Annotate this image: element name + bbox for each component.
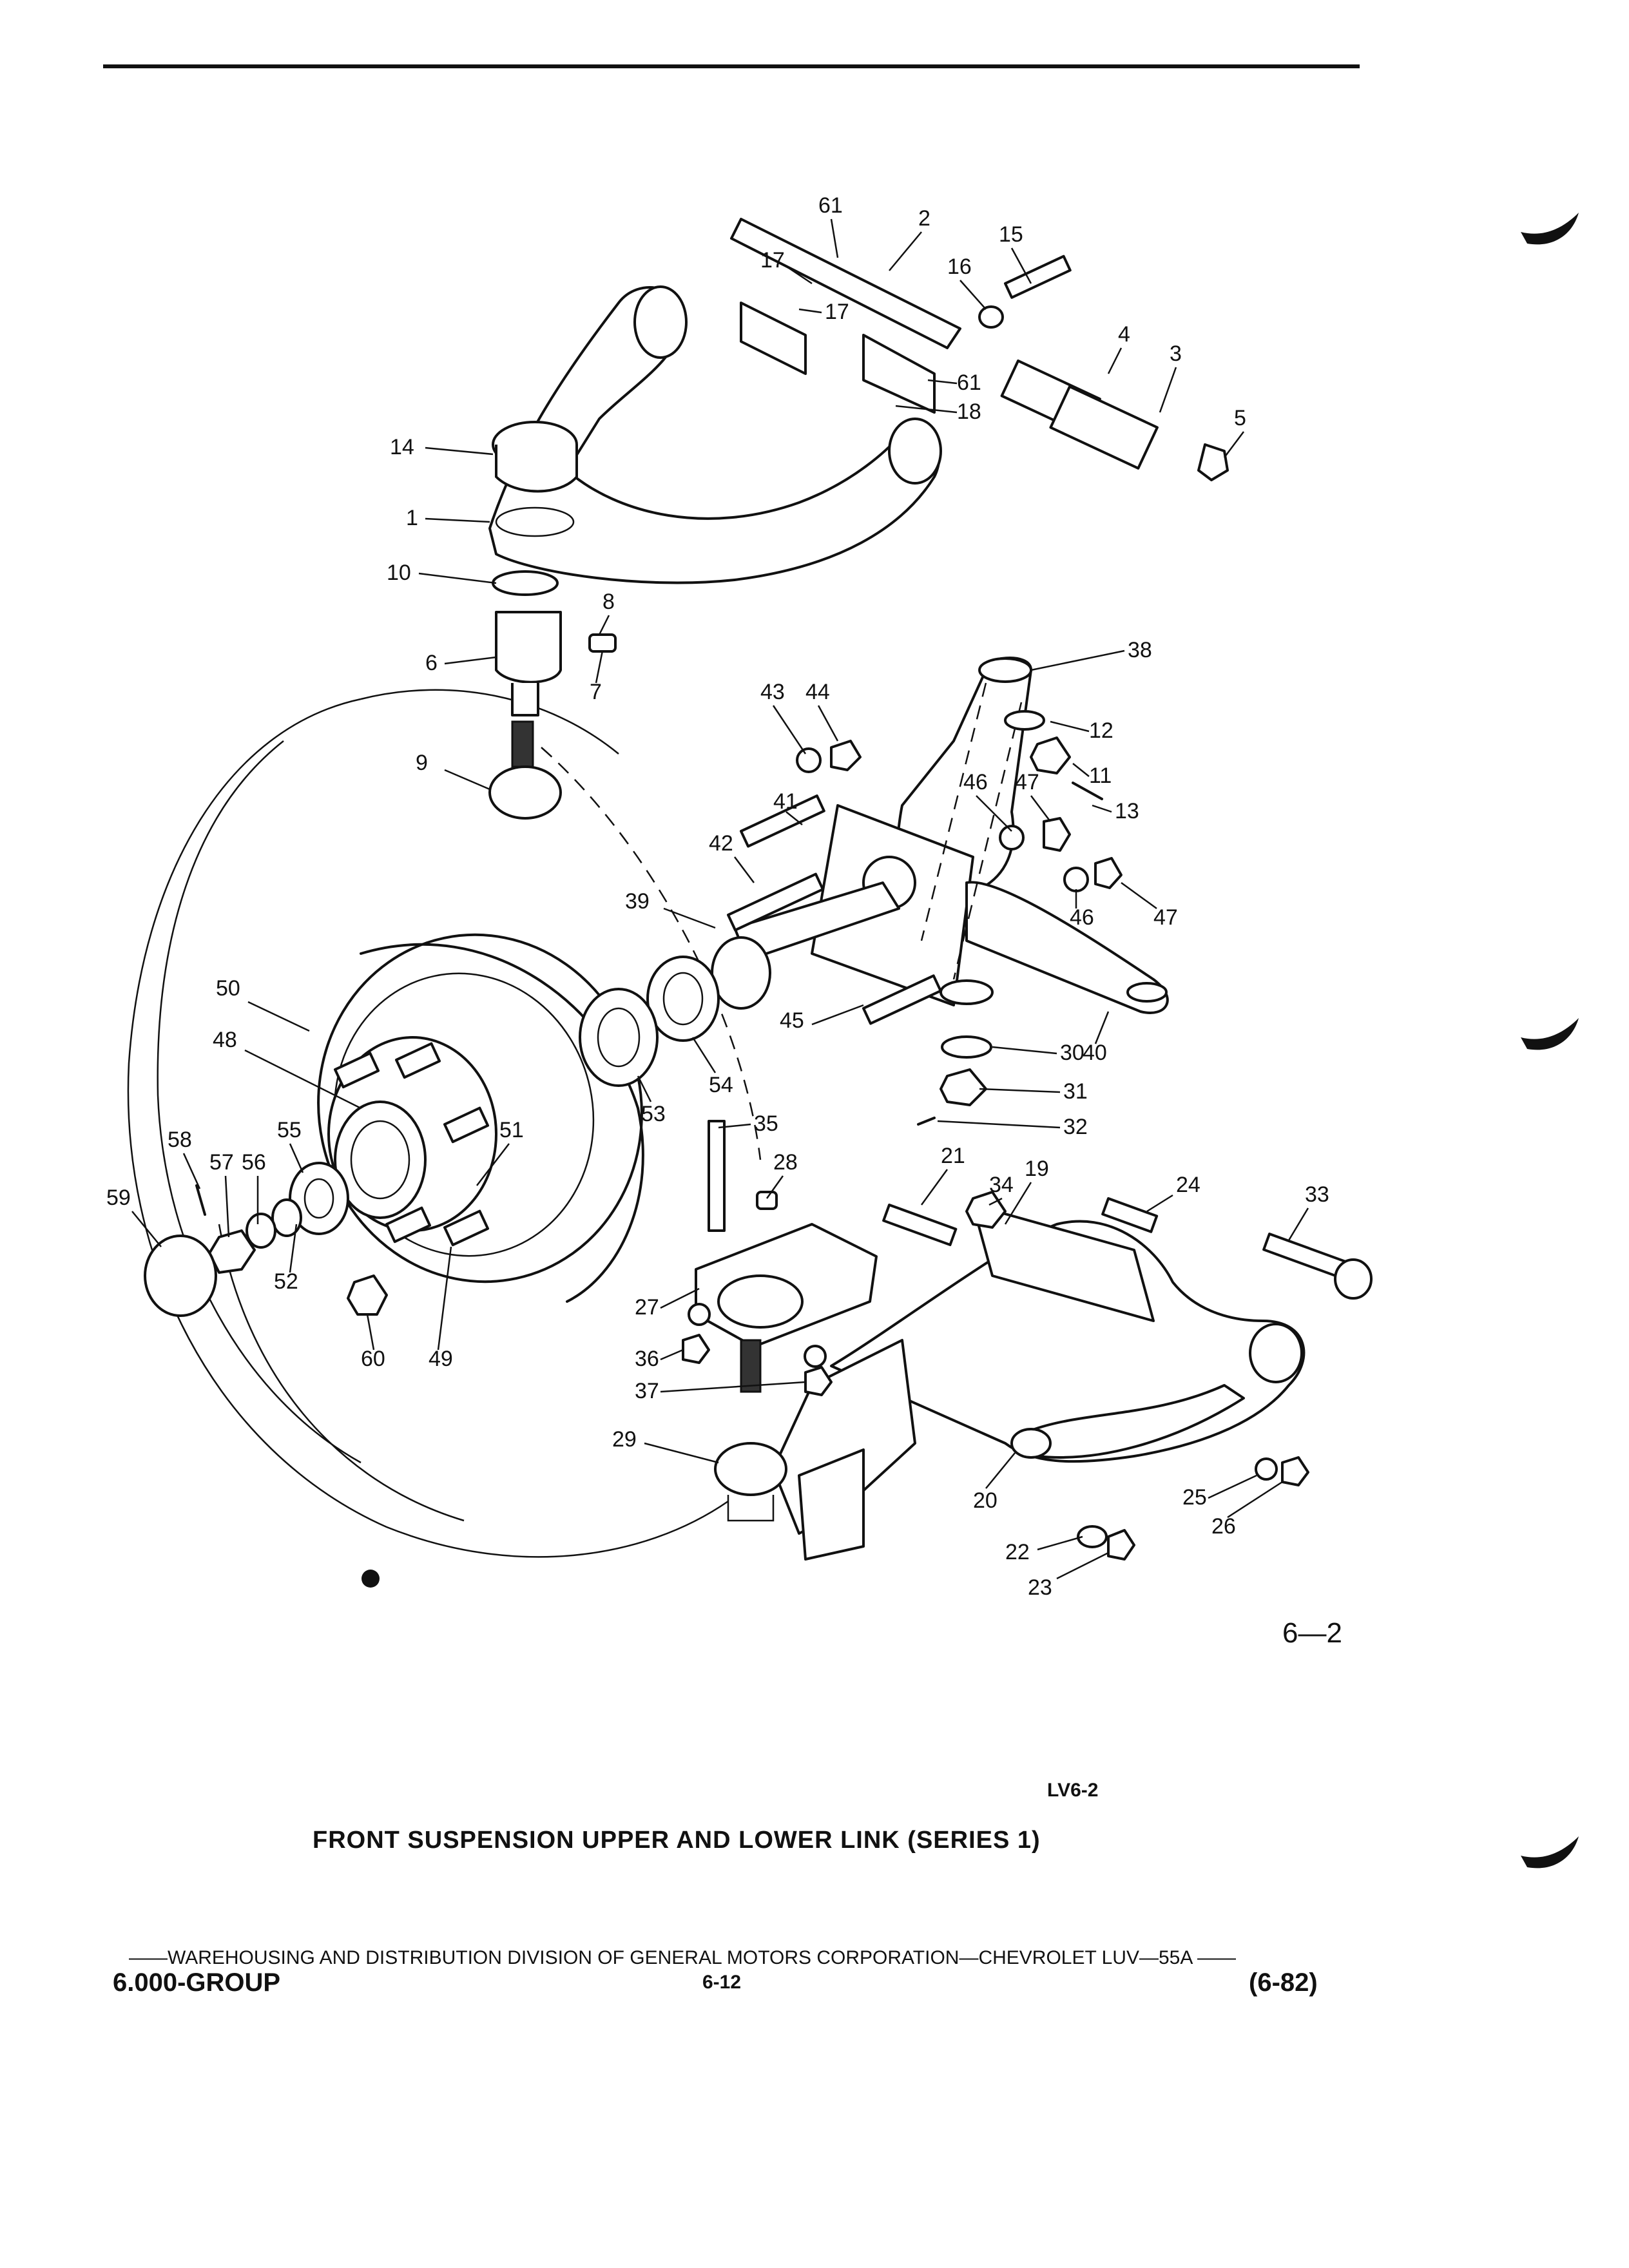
callout-label: 13: [1115, 799, 1139, 823]
callout-label: 27: [635, 1295, 659, 1320]
footer-group: 6.000-GROUP: [113, 1968, 281, 1997]
callout-label: 21: [941, 1144, 965, 1168]
binder-marks: [361, 213, 1579, 1869]
callout-label: 5: [1234, 406, 1246, 430]
callout-label: 53: [641, 1102, 666, 1126]
callout-label: 61: [957, 370, 981, 395]
callout-label: 52: [274, 1269, 298, 1294]
callout-label: 51: [499, 1118, 524, 1142]
knuckle-fasteners: [727, 710, 1123, 1126]
callout-label: 43: [760, 680, 785, 704]
lower-fasteners: [682, 1191, 1373, 1561]
callout-label: 16: [947, 255, 972, 279]
callout-label: 18: [957, 399, 981, 424]
hub-small-parts: [144, 1162, 388, 1317]
callout-label: 15: [999, 222, 1023, 247]
callout-label: 30: [1060, 1041, 1084, 1065]
callout-label: 47: [1015, 770, 1039, 794]
callout-label: 8: [602, 590, 615, 614]
callout-label: 57: [209, 1150, 234, 1175]
callout-label: 36: [635, 1347, 659, 1371]
upper-ball-joint: [488, 570, 617, 820]
callouts: 61 2 15 17 16 17 4 3 61 18 5 14 1 10 8 6…: [106, 193, 1329, 1600]
callout-label: 31: [1063, 1079, 1088, 1104]
callout-label: 6: [425, 651, 438, 675]
callout-label: 3: [1170, 341, 1182, 366]
callout-label: 60: [361, 1347, 385, 1371]
callout-label: 28: [773, 1150, 798, 1175]
callout-label: 12: [1089, 718, 1113, 743]
callout-label: 4: [1118, 322, 1130, 347]
callout-label: 11: [1089, 764, 1112, 788]
callout-label: 17: [825, 300, 849, 324]
figure-title: FRONT SUSPENSION UPPER AND LOWER LINK (S…: [313, 1827, 1041, 1854]
footer-page-number: 6-12: [702, 1972, 742, 1993]
callout-label: 59: [106, 1186, 131, 1210]
callout-label: 20: [973, 1488, 998, 1513]
callout-label: 55: [277, 1118, 302, 1142]
callout-label: 35: [754, 1111, 778, 1136]
upper-control-arm: [488, 285, 942, 584]
callout-label: 22: [1005, 1540, 1030, 1564]
callout-label: 42: [709, 831, 733, 856]
footer-division-line: ——WAREHOUSING AND DISTRIBUTION DIVISION …: [129, 1947, 1237, 1968]
callout-label: 41: [773, 789, 798, 814]
callout-label: 9: [416, 751, 428, 775]
callout-label: 56: [242, 1150, 266, 1175]
inner-bearing-parts: [579, 936, 771, 1087]
callout-label: 54: [709, 1073, 733, 1097]
callout-label: 46: [963, 770, 988, 794]
callout-label: 34: [989, 1173, 1014, 1197]
lower-control-arm: [772, 1204, 1306, 1561]
upper-shaft: [730, 218, 1229, 481]
callout-label: 50: [216, 976, 240, 1001]
callout-label: 38: [1128, 638, 1152, 662]
footer-date: (6-82): [1249, 1968, 1318, 1997]
callout-label: 46: [1070, 905, 1094, 930]
brake-drum: [317, 933, 644, 1303]
callout-label: 32: [1063, 1115, 1088, 1139]
callout-label: 39: [625, 889, 650, 914]
callout-label: 2: [918, 206, 930, 231]
callout-label: 7: [590, 680, 602, 704]
callout-label: 45: [780, 1008, 804, 1033]
steering-knuckle: [733, 657, 1169, 1014]
top-rule: [103, 64, 1360, 68]
callout-label: 14: [390, 435, 414, 459]
callout-label: 26: [1211, 1514, 1236, 1539]
callout-label: 17: [760, 248, 785, 273]
callout-label: 61: [818, 193, 843, 218]
callout-label: 37: [635, 1379, 659, 1403]
callout-label: 49: [429, 1347, 453, 1371]
callout-label: 25: [1182, 1485, 1207, 1510]
callout-label: 19: [1025, 1157, 1049, 1181]
drawing-code: LV6-2: [1047, 1780, 1099, 1801]
callout-label: 29: [612, 1427, 637, 1452]
figure-number: 6—2: [1282, 1617, 1342, 1649]
callout-label: 44: [805, 680, 830, 704]
callout-label: 23: [1028, 1575, 1052, 1600]
callout-label: 58: [168, 1128, 192, 1152]
callout-label: 10: [387, 561, 411, 585]
lower-ball-joint: [695, 1120, 878, 1522]
callout-label: 24: [1176, 1173, 1200, 1197]
callout-label: 47: [1153, 905, 1178, 930]
callout-label: 48: [213, 1028, 237, 1052]
callout-label: 33: [1305, 1182, 1329, 1207]
callout-label: 40: [1083, 1041, 1107, 1065]
callout-label: 1: [406, 506, 418, 530]
